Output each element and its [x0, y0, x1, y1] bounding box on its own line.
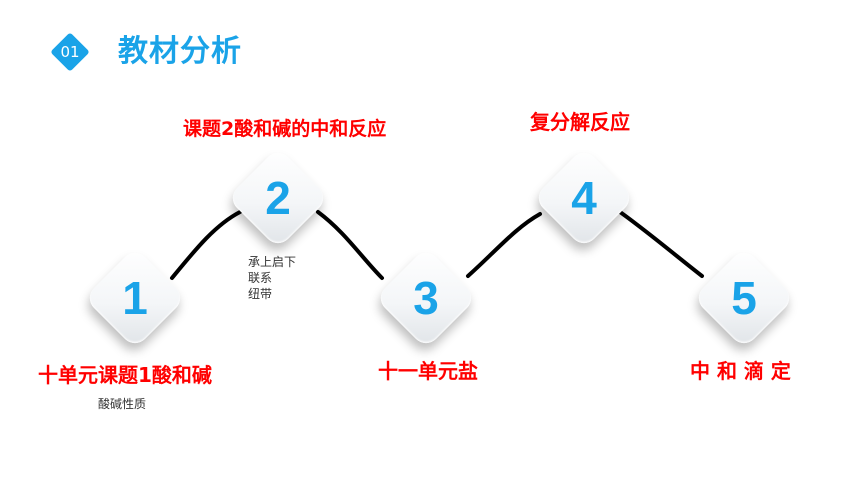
step-note-1: 酸碱性质: [98, 397, 147, 411]
note-line: 纽带: [248, 287, 273, 301]
step-number: 2: [265, 172, 291, 224]
note-line: 联系: [248, 271, 273, 285]
note-line: 承上启下: [248, 255, 297, 269]
step-title-3: 十一单元盐: [378, 359, 478, 383]
section-badge: 01: [50, 32, 90, 72]
section-number: 01: [60, 43, 80, 61]
step-node-3: 3: [375, 247, 477, 349]
step-number: 1: [122, 272, 148, 324]
step-title-5: 中 和 滴 定: [690, 359, 791, 383]
step-number: 5: [731, 272, 757, 324]
step-title-2: 课题2酸和碱的中和反应: [183, 118, 387, 140]
step-number: 3: [413, 272, 439, 324]
page-title: 教材分析: [118, 34, 242, 69]
step-node-1: 1: [84, 247, 186, 349]
step-title-4: 复分解反应: [530, 110, 630, 134]
step-node-4: 4: [533, 147, 635, 249]
step-node-5: 5: [693, 247, 795, 349]
step-node-2: 2: [227, 147, 329, 249]
step-number: 4: [571, 172, 597, 224]
step-title-1: 十单元课题1酸和碱: [38, 363, 212, 387]
step-note-2: 承上启下 联系 纽带: [248, 254, 296, 302]
